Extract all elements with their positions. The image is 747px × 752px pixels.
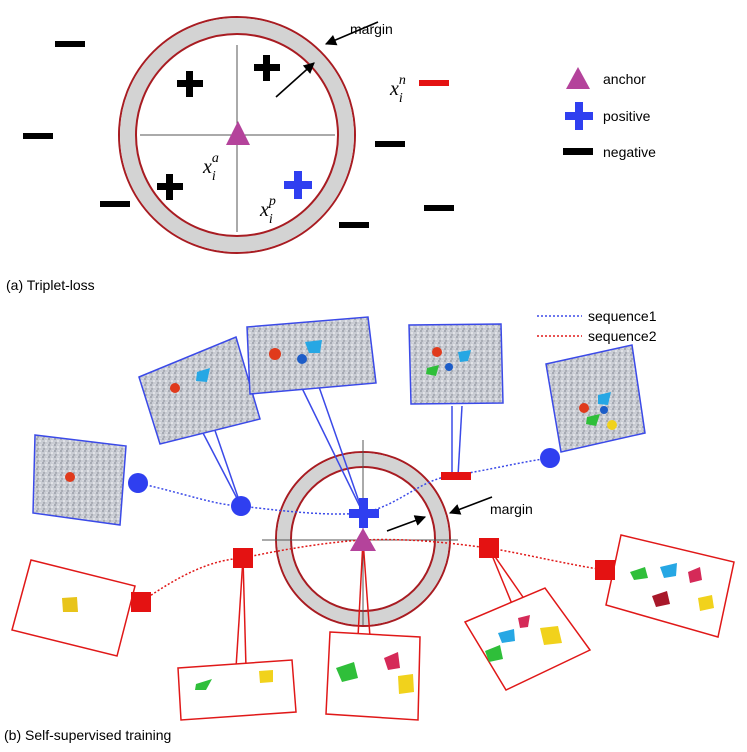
sequence2-node-icon [479,538,499,558]
margin-pointer-arrow-b [448,496,493,515]
minus-icon [563,148,593,155]
minus-icon [339,222,369,228]
minus-icon [100,201,130,207]
caption-b: (b) Self-supervised training [4,727,171,743]
sequence2-node-icon [595,560,615,580]
minus-icon [55,41,85,47]
margin-ring-band [120,18,354,252]
negative-red-minus-icon [441,472,471,480]
sequence1-frame-4 [408,323,504,405]
caption-a: (a) Triplet-loss [6,277,95,293]
legend-label-negative: negative [603,144,656,160]
sequence2-node-icon [233,548,253,568]
sequence2-node-icon [131,592,151,612]
sequence1-node-icon [231,496,251,516]
sequence1-frame-5 [545,344,646,453]
legend-label-sequence2: sequence2 [588,328,657,344]
sequence1-node-icon [540,448,560,468]
legend-label-positive: positive [603,108,651,124]
sequence2-frame-3 [325,631,421,721]
legend-label-sequence1: sequence1 [588,308,657,324]
margin-width-arrow-b [386,515,427,532]
sequence1-frame-1 [32,434,127,526]
red-minus-icon [419,80,449,86]
panel-b-self-supervised: sequence1 sequence2 [4,308,735,743]
sequence2-frame-5 [605,534,735,638]
margin-width-arrow [275,62,315,98]
legend-label-anchor: anchor [603,71,646,87]
plus-icon [157,174,183,200]
sequence1-leaders [189,383,463,514]
minus-icon [375,141,405,147]
anchor-triangle-icon [226,121,250,145]
legend-panel-a: anchor positive negative [563,67,656,160]
minus-icon [23,133,53,139]
margin-label: margin [350,21,393,37]
triangle-icon [566,67,590,89]
margin-pointer-arrow [324,21,379,46]
sequence2-frame-2 [177,659,297,721]
anchor-triangle-icon [350,528,376,551]
sequence1-node-icon [128,473,148,493]
plus-icon [254,55,280,81]
positive-plus-icon [284,171,312,199]
margin-label-b: margin [490,501,533,517]
plus-icon [177,71,203,97]
sequence2-frame-4 [463,587,592,691]
sequence1-frame-2 [138,335,261,445]
sequence1-frame-3 [246,316,377,395]
sequence2-frame-1 [11,559,136,657]
positive-plus-icon [349,498,379,528]
plus-icon [565,102,593,130]
minus-icon [424,205,454,211]
margin-ring-outer [118,16,356,254]
